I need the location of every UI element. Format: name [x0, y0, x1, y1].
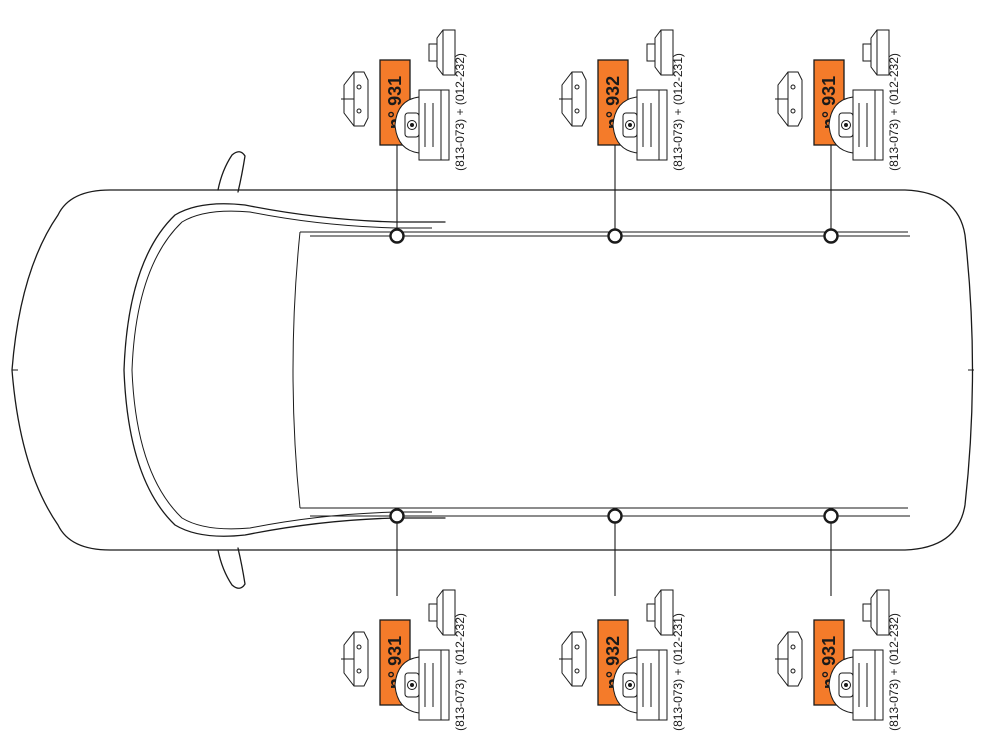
foot-clamp-icon [828, 89, 884, 161]
bracket-plate-icon [559, 71, 587, 127]
foot-node [389, 228, 405, 244]
van-body [11, 189, 974, 551]
foot-clamp-icon [394, 649, 450, 721]
parts-label: (813-073) + (012-231) [671, 613, 685, 731]
foot-node [823, 228, 839, 244]
foot-node [607, 508, 623, 524]
foot-clamp-icon [612, 89, 668, 161]
bracket-plate-icon [559, 631, 587, 687]
foot-node [389, 508, 405, 524]
rubber-pad-icon [862, 589, 890, 636]
mirror-bottom-icon [217, 547, 246, 589]
parts-label: (813-073) + (012-231) [671, 53, 685, 171]
windshield-base [292, 231, 301, 509]
foot-clamp-icon [612, 649, 668, 721]
windshield-inner [131, 210, 432, 530]
foot-node [823, 508, 839, 524]
bracket-plate-icon [341, 631, 369, 687]
parts-label: (813-073) + (012-232) [887, 613, 901, 731]
foot-node [607, 228, 623, 244]
mount-top-middle: n° 932(813-073) + (012-231) [559, 29, 685, 244]
rubber-pad-icon [646, 589, 674, 636]
rubber-pad-icon [862, 29, 890, 76]
bracket-plate-icon [775, 631, 803, 687]
bracket-plate-icon [341, 71, 369, 127]
mount-bottom-rear: n° 931(813-073) + (012-232) [775, 508, 901, 731]
foot-clamp-icon [394, 89, 450, 161]
mount-top-rear: n° 931(813-073) + (012-232) [775, 29, 901, 244]
parts-label: (813-073) + (012-232) [453, 53, 467, 171]
mirror-top-icon [217, 151, 246, 193]
roof-rails [310, 235, 910, 517]
rubber-pad-icon [428, 29, 456, 76]
rubber-pad-icon [428, 589, 456, 636]
mount-bottom-middle: n° 932(813-073) + (012-231) [559, 508, 685, 731]
parts-label: (813-073) + (012-232) [453, 613, 467, 731]
parts-label: (813-073) + (012-232) [887, 53, 901, 171]
bracket-plate-icon [775, 71, 803, 127]
windshield-outer [123, 203, 446, 537]
foot-clamp-icon [828, 649, 884, 721]
rubber-pad-icon [646, 29, 674, 76]
mount-callouts: n° 931(813-073) + (012-232) n° 932(813-07… [341, 29, 901, 731]
mount-top-front: n° 931(813-073) + (012-232) [341, 29, 467, 244]
mount-bottom-front: n° 931(813-073) + (012-232) [341, 508, 467, 731]
